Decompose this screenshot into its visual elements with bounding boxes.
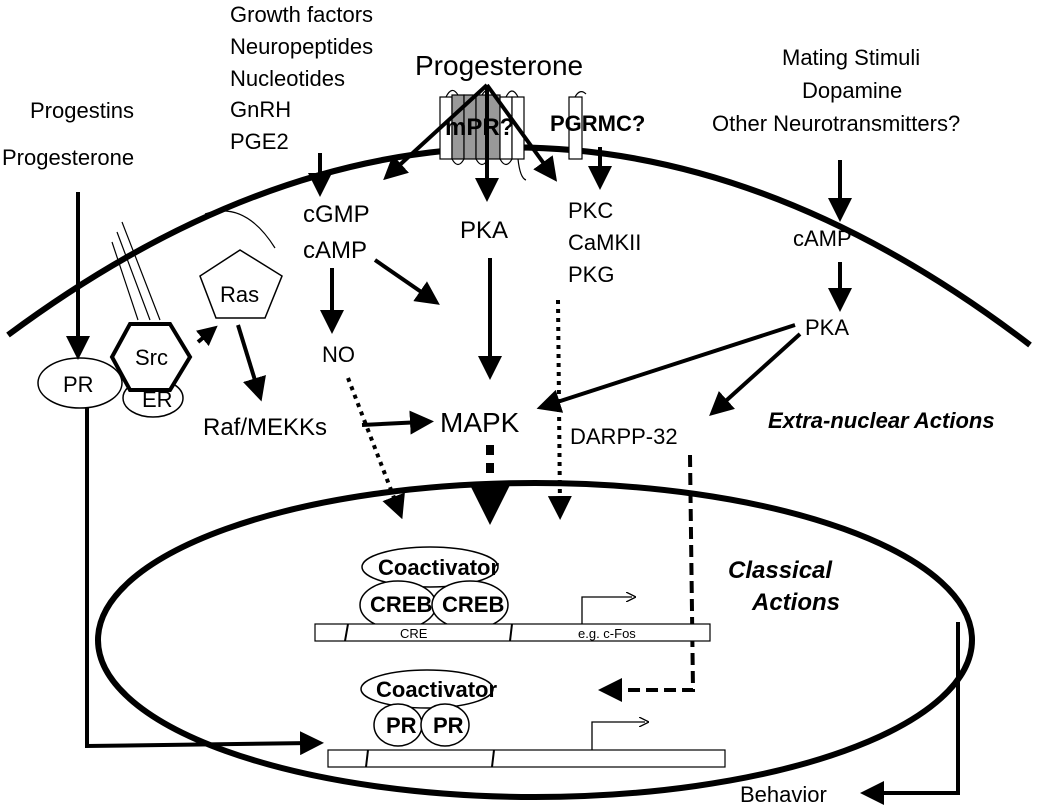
src-hexagon: [109, 322, 193, 392]
no-label: NO: [322, 342, 355, 367]
pr-nucleus-label-2: PR: [433, 713, 464, 738]
coactivator-bottom-label: Coactivator: [376, 677, 497, 702]
camkii-label: CaMKII: [568, 230, 641, 255]
arrow-src-to-ras: [195, 325, 218, 347]
arrow-to-behavior: [860, 622, 960, 805]
pr-complex: Coactivator PR PR: [360, 669, 497, 747]
arrow-pka-to-darpp: [709, 332, 802, 417]
extra-nuclear-label: Extra-nuclear Actions: [768, 408, 995, 433]
arrow-camp-to-mapk: [373, 258, 440, 305]
cre-label: CRE: [400, 626, 428, 641]
behavior-label: Behavior: [740, 782, 827, 805]
pka-right-label: PKA: [805, 315, 849, 340]
cgmp-label: cGMP: [303, 201, 370, 228]
classical-label-2: Actions: [751, 589, 840, 616]
src-label: Src: [135, 345, 168, 370]
ligand-progestins: Progestins: [30, 98, 134, 123]
arrow-pka-to-mapk: [536, 323, 796, 413]
creb-complex: Coactivator CREB CREB: [359, 546, 509, 630]
ligand-dopamine: Dopamine: [802, 78, 902, 103]
pkc-label: PKC: [568, 198, 613, 223]
camp-right-label: cAMP: [793, 226, 852, 251]
dotted-pkc-to-nucleus: [547, 299, 572, 520]
ras-pentagon: [199, 249, 283, 319]
arrow-ras-to-raf: [236, 324, 266, 402]
ligand-mating-stimuli: Mating Stimuli: [782, 45, 920, 70]
dotted-no-to-nucleus: [346, 377, 405, 520]
progesterone-fan-arrows: [383, 83, 612, 202]
pgrmc-label: PGRMC?: [550, 111, 645, 136]
camp-label: cAMP: [303, 237, 367, 264]
cfos-transcription-arrow: [581, 597, 632, 624]
pr-label: PR: [63, 372, 94, 397]
coactivator-top-label: Coactivator: [378, 555, 499, 580]
darpp-label: DARPP-32: [570, 424, 678, 449]
ligand-progesterone-top: Progesterone: [415, 50, 583, 81]
ras-label: Ras: [220, 282, 259, 307]
mpr-label: mPR?: [445, 114, 514, 141]
pr-nucleus-label-1: PR: [386, 713, 417, 738]
ligand-other-neurotransmitters: Other Neurotransmitters?: [712, 111, 960, 136]
ligand-nucleotides: Nucleotides: [230, 66, 345, 91]
arrow-pr-to-nucleus: [85, 408, 324, 756]
ligand-neuropeptides: Neuropeptides: [230, 34, 373, 59]
creb-label-1: CREB: [370, 592, 432, 617]
arrow-raf-to-mapk: [361, 410, 434, 435]
classical-label-1: Classical: [728, 557, 833, 584]
pkg-label: PKG: [568, 262, 614, 287]
cfos-label: e.g. c-Fos: [578, 626, 636, 641]
cell-membrane: [6, 144, 1032, 348]
ligand-progesterone-left: Progesterone: [2, 145, 134, 170]
nucleus: [95, 480, 975, 800]
ligand-pge2: PGE2: [230, 129, 289, 154]
cre-dna: CRE e.g. c-Fos: [314, 597, 711, 642]
pgrmc-receptor: PGRMC?: [550, 91, 645, 160]
mapk-label: MAPK: [440, 407, 520, 438]
dashed-darpp-to-nucleus: [598, 454, 696, 702]
creb-label-2: CREB: [442, 592, 504, 617]
pre-dna: [327, 722, 726, 768]
membrane-receptor-complex: Ras ER Src PR: [37, 210, 283, 418]
pre-transcription-arrow: [591, 722, 645, 750]
pka-label: PKA: [460, 217, 508, 244]
raf-label: Raf/MEKKs: [203, 414, 327, 441]
mpr-receptor: mPR?: [439, 89, 527, 181]
ligand-growth-factors: Growth factors: [230, 2, 373, 27]
ligand-gnrh: GnRH: [230, 97, 291, 122]
